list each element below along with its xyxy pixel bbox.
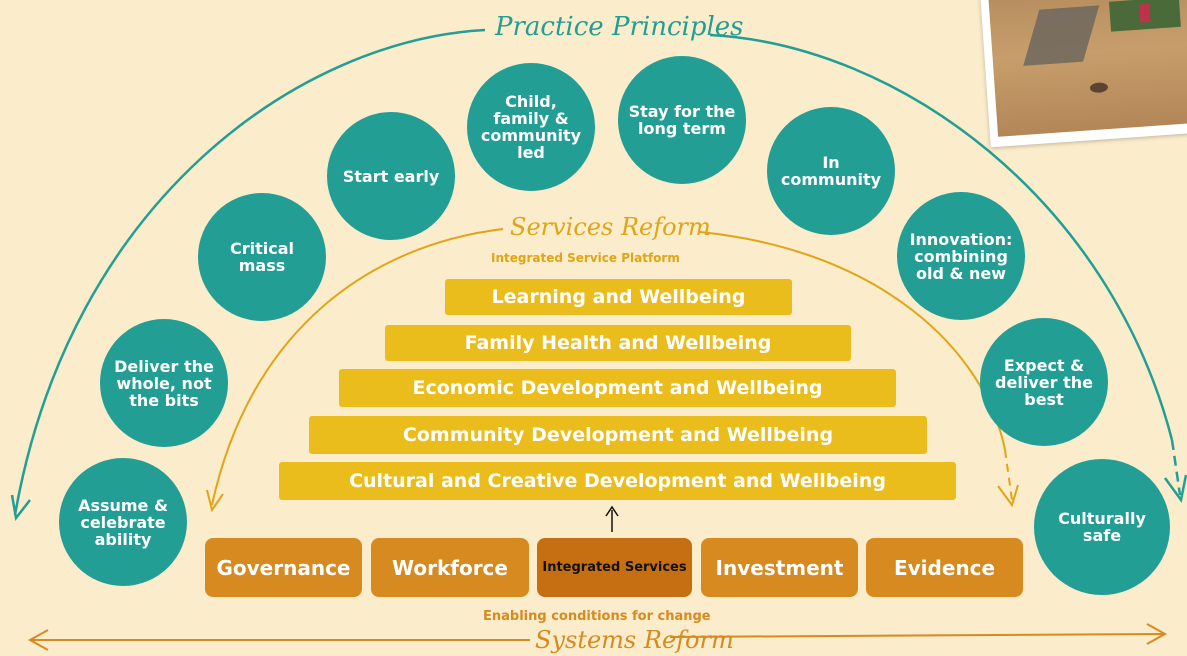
- principle-stay-long-term: Stay for the long term: [618, 56, 746, 184]
- services-reform-subtitle: Integrated Service Platform: [491, 251, 680, 265]
- principle-assume-celebrate-ability: Assume & celebrate ability: [59, 458, 187, 586]
- enabler-investment: Investment: [701, 538, 858, 597]
- systems-reform-line-right: [669, 633, 1164, 638]
- services-reform-title: Services Reform: [510, 213, 711, 241]
- enabler-workforce: Workforce: [371, 538, 529, 597]
- integrated-services-arrowhead: [605, 505, 619, 517]
- outer-arc-left-arrowhead: [10, 494, 31, 521]
- outer-arc-right: [709, 33, 1174, 441]
- outer-arc-left: [13, 28, 486, 516]
- practice-principles-title: Practice Principles: [495, 12, 744, 42]
- outer-arc-right-arrowhead: [1163, 474, 1187, 504]
- principle-innovation: Innovation: combining old & new: [897, 192, 1025, 320]
- systems-reform-arrowhead-left: [27, 629, 49, 651]
- enabler-integrated-services: Integrated Services: [537, 538, 692, 597]
- systems-reform-arrowhead-right: [1146, 623, 1168, 645]
- principle-critical-mass: Critical mass: [198, 193, 326, 321]
- service-layer-economic: Economic Development and Wellbeing: [339, 369, 896, 407]
- systems-reform-title: Systems Reform: [535, 626, 734, 654]
- service-layer-family-health: Family Health and Wellbeing: [385, 325, 851, 361]
- principle-deliver-whole: Deliver the whole, not the bits: [100, 319, 228, 447]
- principle-child-family-community-led: Child, family & community led: [467, 63, 595, 191]
- community-photo: [979, 0, 1187, 148]
- inner-arc-left: [211, 228, 504, 506]
- principle-expect-deliver-best: Expect & deliver the best: [980, 318, 1108, 446]
- photo-image: [988, 0, 1187, 137]
- principle-in-community: In community: [767, 107, 895, 235]
- service-layer-learning: Learning and Wellbeing: [445, 279, 792, 315]
- inner-arc-right-arrowhead: [997, 484, 1019, 508]
- inner-arc-right-dashed: [1004, 449, 1013, 501]
- enabling-conditions-caption: Enabling conditions for change: [483, 609, 711, 624]
- service-layer-community: Community Development and Wellbeing: [309, 416, 927, 454]
- enabler-governance: Governance: [205, 538, 362, 597]
- outer-arc-right-dashed: [1170, 439, 1182, 496]
- principle-culturally-safe: Culturally safe: [1034, 459, 1170, 595]
- principle-start-early: Start early: [327, 112, 455, 240]
- inner-arc-left-arrowhead: [206, 489, 224, 513]
- service-layer-cultural-creative: Cultural and Creative Development and We…: [279, 462, 956, 500]
- enabler-evidence: Evidence: [866, 538, 1023, 597]
